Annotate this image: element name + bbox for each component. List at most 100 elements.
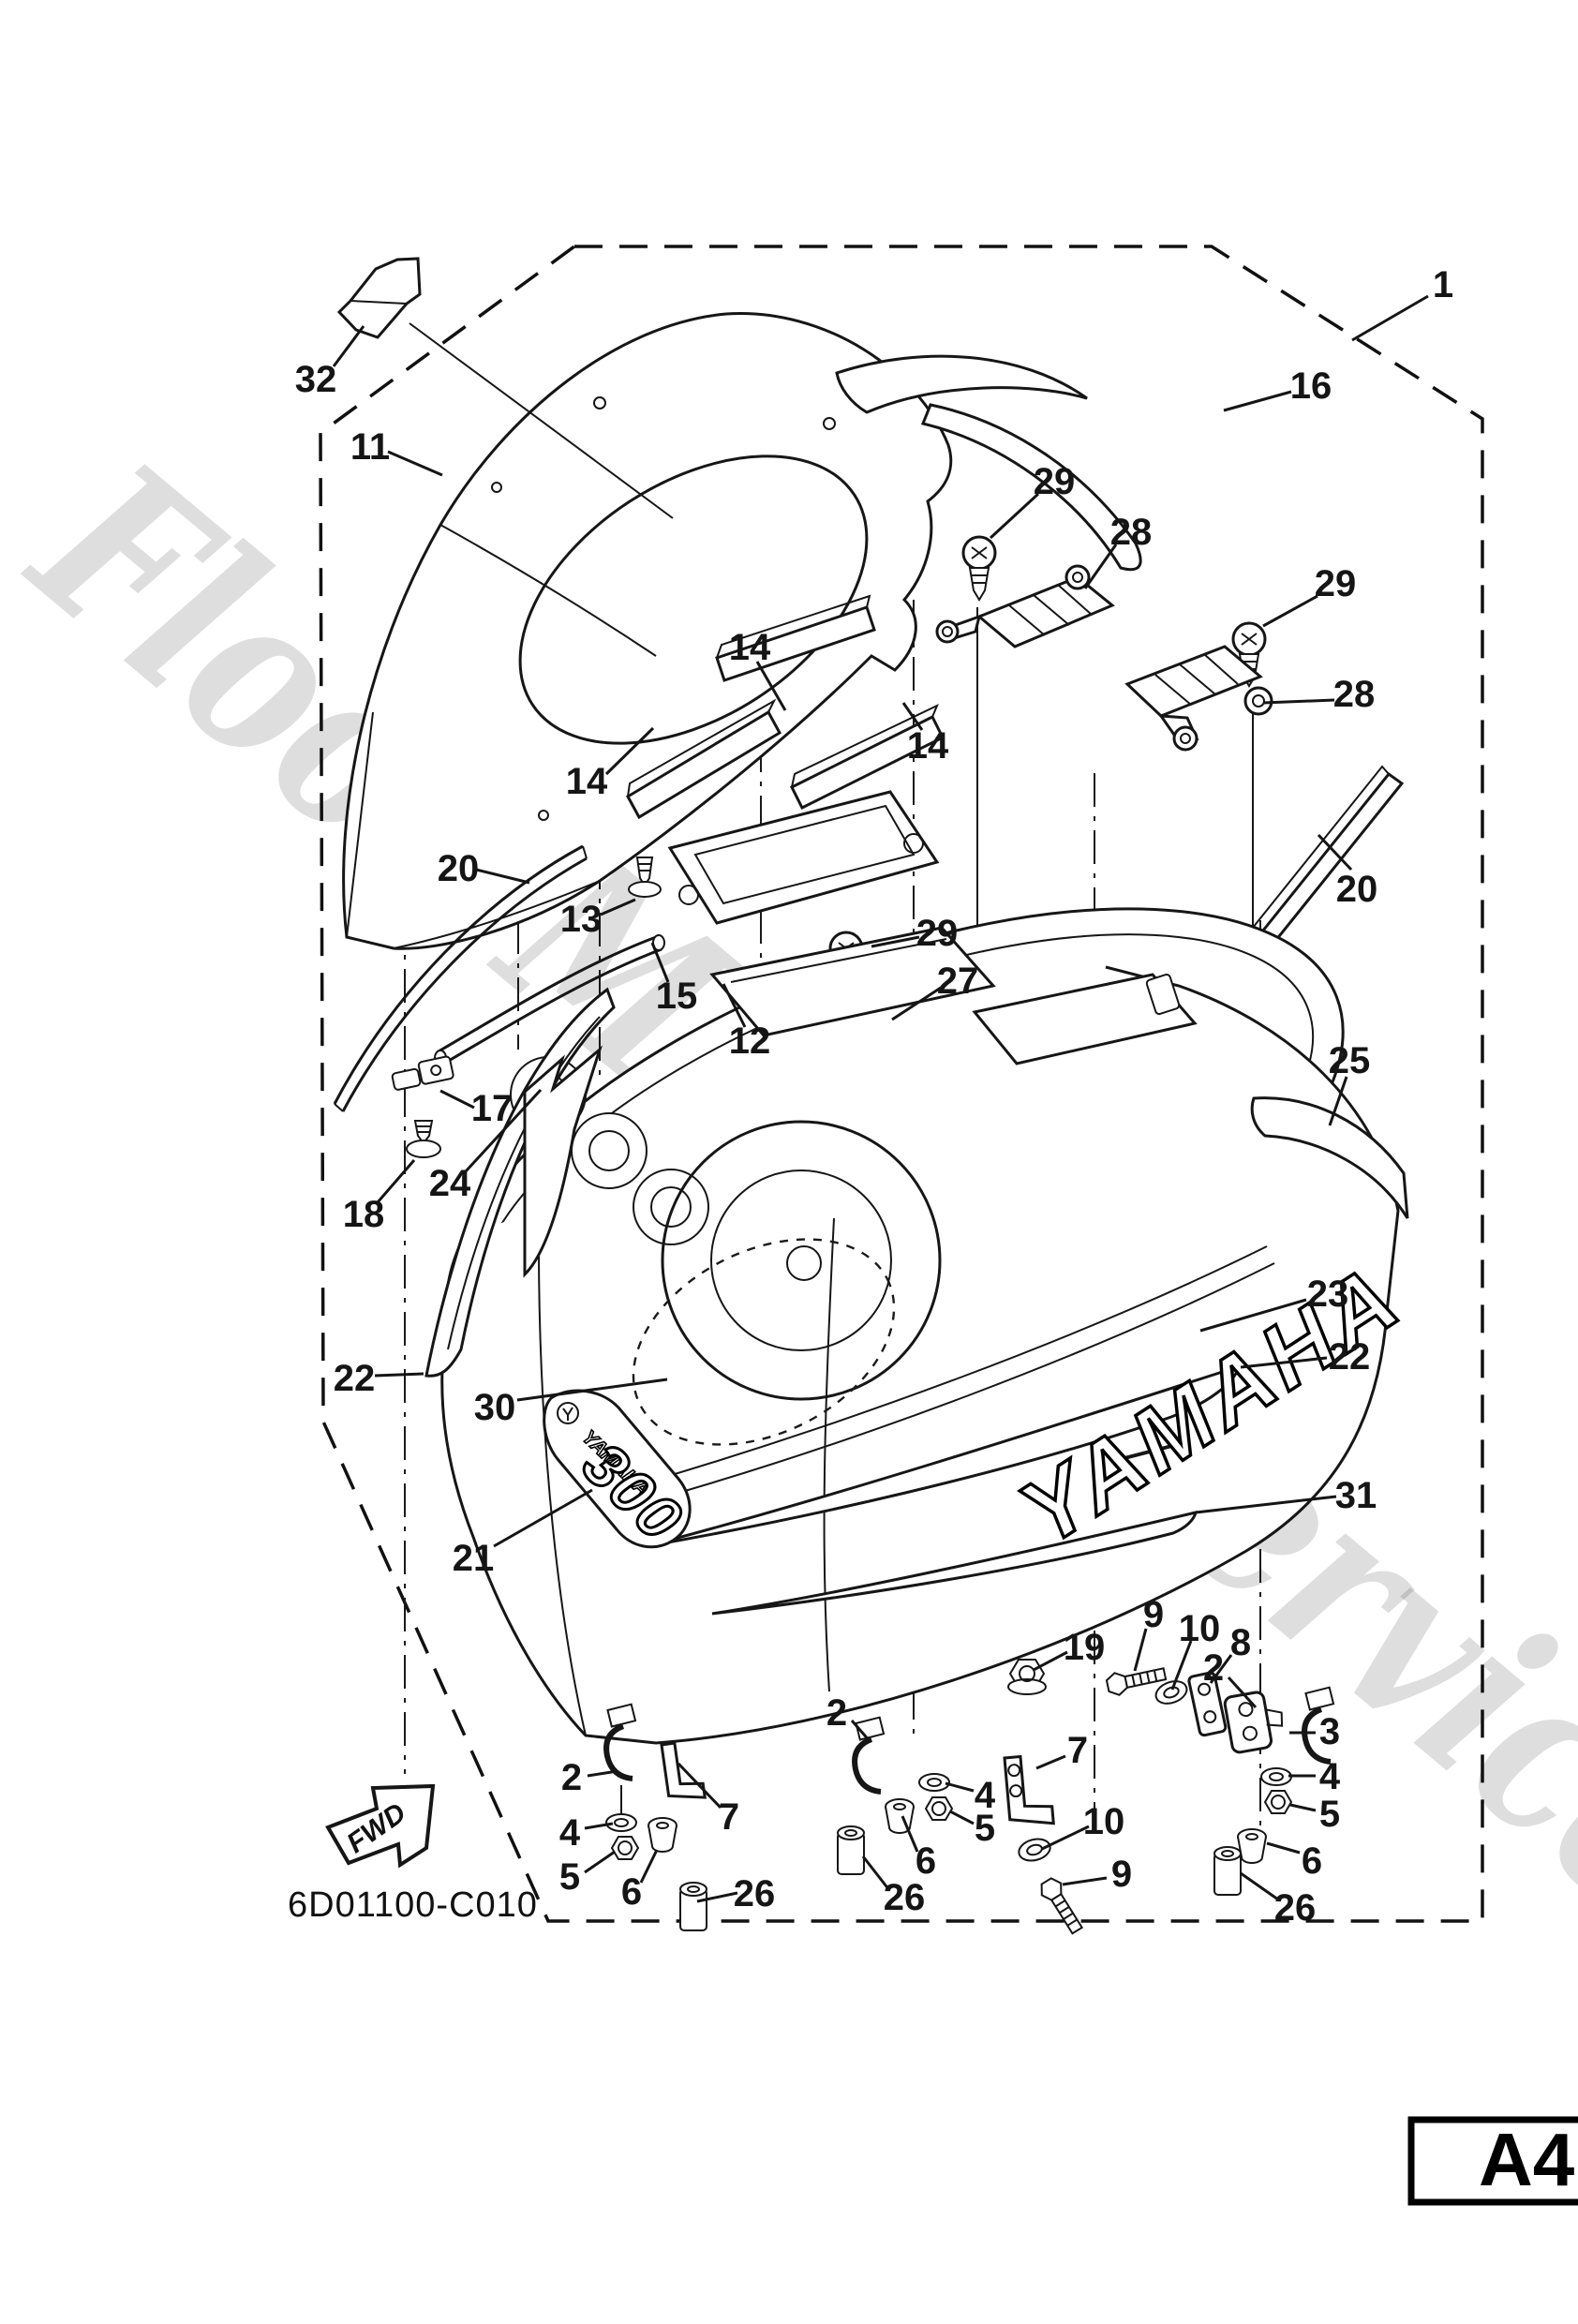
callout-leader-line [677, 1762, 722, 1810]
part-grommet-13 [628, 857, 662, 898]
callout-8: 8 [1209, 1622, 1251, 1684]
callout-4: 4 [559, 1812, 614, 1854]
callout-number: 19 [1064, 1627, 1106, 1668]
callout-26: 26 [696, 1873, 775, 1914]
callout-10: 10 [1041, 1801, 1125, 1851]
callout-22: 22 [1240, 1336, 1371, 1378]
callout-number: 4 [975, 1775, 996, 1816]
callout-leader-line [1083, 544, 1118, 589]
callout-number: 23 [1307, 1274, 1349, 1315]
part-top-cowling [342, 312, 953, 950]
callout-number: 14 [907, 725, 949, 767]
callout-7: 7 [677, 1762, 739, 1838]
part-washers [605, 1680, 1292, 1862]
part-screw-29a [961, 535, 997, 602]
callout-layer: 1321116292829281414142013151229271718242… [295, 264, 1453, 1929]
callout-number: 27 [937, 961, 979, 1002]
part-bracket-28b [1124, 645, 1273, 752]
callout-number: 10 [1083, 1801, 1125, 1842]
callout-leader-line [332, 325, 365, 367]
callout-29: 29 [989, 461, 1076, 540]
diagram-dashed-border [319, 245, 1484, 1923]
sheet-label-box: A4 [1407, 2116, 1578, 2206]
part-seal-rails [625, 594, 945, 925]
callout-leader-line [696, 1891, 738, 1903]
callout-17: 17 [439, 1088, 514, 1129]
callout-5: 5 [559, 1850, 616, 1898]
callout-number: 18 [343, 1194, 385, 1235]
callout-number: 22 [1329, 1336, 1371, 1378]
callout-2: 2 [1203, 1647, 1258, 1709]
callout-21: 21 [453, 1488, 593, 1579]
callout-number: 2 [1203, 1647, 1224, 1689]
callout-number: 3 [1319, 1711, 1340, 1752]
part-clip-17 [391, 1055, 454, 1091]
callout-number: 2 [826, 1692, 847, 1734]
callout-leader-line [1351, 294, 1429, 342]
part-emblem-sticker [336, 257, 674, 519]
callout-leader-line [604, 726, 655, 776]
callout-leader-line [1199, 1298, 1307, 1333]
callout-25: 25 [1328, 1040, 1371, 1126]
callout-leader-line [945, 1781, 975, 1793]
callout-20: 20 [438, 848, 530, 889]
callout-5: 5 [1289, 1794, 1340, 1835]
sheet-label: A4 [1479, 2118, 1575, 2201]
callout-leader-line [650, 942, 670, 983]
callout-leader-line [1062, 1876, 1108, 1886]
callout-6: 6 [621, 1849, 659, 1913]
callout-number: 2 [561, 1757, 582, 1798]
callout-11: 11 [350, 426, 443, 477]
callout-31: 31 [1195, 1475, 1377, 1516]
callout-leader-line [584, 1850, 616, 1874]
part-bolt-9b [1040, 1877, 1084, 1935]
part-side-stripes [646, 1363, 1243, 1616]
part-rivet-18 [406, 1120, 441, 1158]
callout-26: 26 [1240, 1871, 1317, 1929]
callout-leader-line [1041, 1825, 1090, 1851]
callout-leader-line [1262, 698, 1335, 705]
callout-number: 9 [1143, 1594, 1164, 1635]
callout-number: 30 [474, 1387, 516, 1428]
callout-30: 30 [474, 1378, 668, 1428]
callout-number: 32 [295, 359, 337, 400]
callout-number: 5 [559, 1856, 580, 1898]
part-trim-25 [1250, 1096, 1409, 1219]
callout-number: 12 [729, 1020, 771, 1062]
callout-leader-line [639, 1849, 659, 1884]
callout-leader-line [439, 1089, 475, 1110]
part-rubber-seal-20-left [333, 844, 588, 1112]
callout-leader-line [1195, 1495, 1337, 1514]
callout-leader-line [1262, 594, 1318, 628]
callout-number: 20 [1336, 869, 1378, 910]
callout-leader-line [871, 935, 920, 948]
callout-4: 4 [945, 1775, 996, 1816]
callout-leader-line [464, 1088, 543, 1173]
callout-10: 10 [1170, 1608, 1220, 1691]
callout-19: 19 [1033, 1627, 1106, 1672]
callout-2: 2 [826, 1692, 872, 1743]
callout-leader-line [901, 702, 924, 731]
callout-number: 11 [350, 426, 390, 468]
callout-leader-line [1317, 833, 1353, 872]
callout-number: 26 [1274, 1887, 1317, 1929]
callout-leader-line [891, 986, 942, 1021]
callout-leader-line [516, 1378, 668, 1402]
callout-number: 29 [1034, 461, 1076, 502]
callout-number: 24 [429, 1163, 471, 1204]
callout-number: 17 [471, 1088, 514, 1129]
callout-20: 20 [1317, 833, 1378, 910]
callout-12: 12 [722, 983, 771, 1062]
callout-number: 15 [656, 976, 698, 1017]
callout-leader-line [1209, 1654, 1233, 1684]
callout-9: 9 [1133, 1594, 1164, 1672]
callout-number: 14 [566, 761, 608, 802]
callout-16: 16 [1223, 365, 1332, 412]
part-cowling-moulding [835, 354, 1142, 572]
callout-32: 32 [295, 325, 365, 400]
callout-number: 28 [1110, 512, 1153, 553]
callout-number: 25 [1329, 1040, 1371, 1081]
callout-number: 4 [559, 1812, 581, 1854]
